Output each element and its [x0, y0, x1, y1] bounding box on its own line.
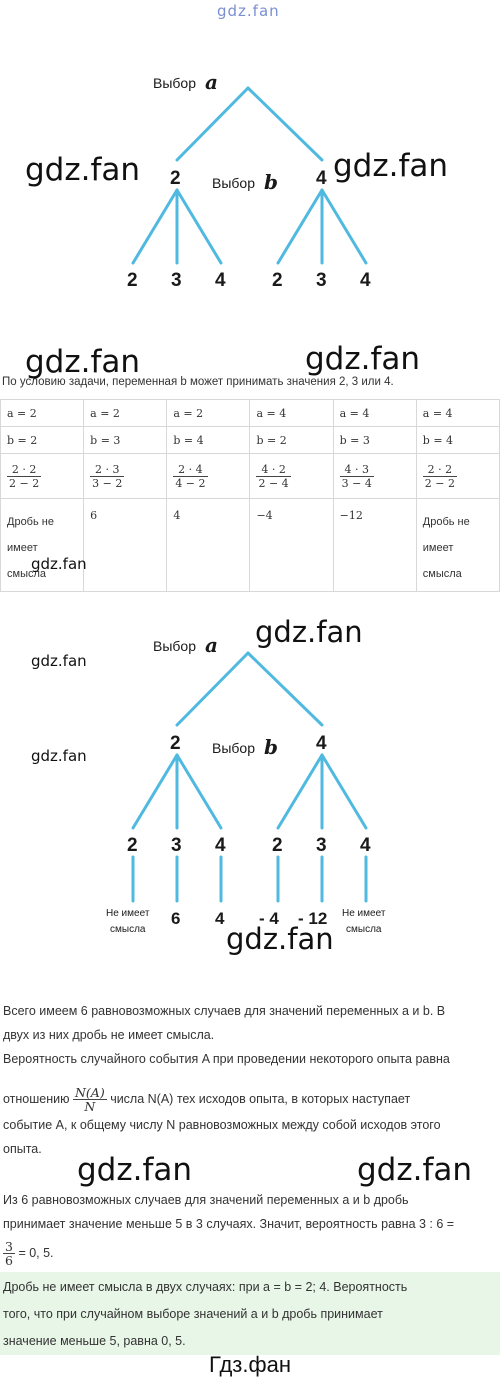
choice-a-var: a: [205, 633, 218, 657]
choice-a-label: Выбор: [153, 638, 196, 654]
paragraph-line: Всего имеем 6 равновозможных случаев для…: [3, 1004, 446, 1018]
watermark-top: gdz.fan: [217, 2, 280, 20]
result-value: - 12: [298, 909, 327, 928]
conclusion-line: того, что при случайном выборе значений …: [3, 1307, 383, 1321]
tree-node: 4: [316, 168, 327, 189]
tree-diagram-2: Выбор a Выбор b 2 4 2 3 4 2 3 4 Не имеет…: [106, 633, 386, 935]
result-no-sense: Не имеет: [106, 908, 150, 919]
tree-leaf: 2: [127, 835, 138, 856]
table-cell: 4: [166, 498, 251, 592]
paragraph-line: событие A, к общему числу N равновозможн…: [3, 1118, 441, 1132]
choice-b-var: b: [264, 170, 278, 194]
watermark: gdz.fan: [357, 1152, 473, 1188]
watermark: gdz.fan: [31, 747, 87, 765]
table-cell: a = 4: [332, 399, 417, 427]
table-cell: a = 4: [415, 399, 500, 427]
choice-b-label: Выбор: [212, 175, 255, 191]
table-cell: −4: [249, 498, 334, 592]
table-cell: 6: [83, 498, 168, 592]
tree-node: 2: [170, 168, 181, 189]
watermark: gdz.fan: [333, 148, 449, 184]
tree-leaf: 4: [215, 835, 226, 856]
table-cell: b = 4: [415, 426, 500, 454]
table-cell: b = 3: [83, 426, 168, 454]
table-cell: a = 2: [0, 399, 85, 427]
table-cell: a = 2: [83, 399, 168, 427]
choice-b-var: b: [264, 735, 278, 759]
table-cell: b = 2: [0, 426, 85, 454]
table-cell: b = 4: [166, 426, 251, 454]
watermark: gdz.fan: [31, 555, 87, 573]
choice-a-label: Выбор: [153, 75, 196, 91]
tree-node: 4: [316, 733, 327, 754]
conclusion-box: [0, 1272, 500, 1355]
paragraph-line: опыта.: [3, 1142, 42, 1156]
result-value: 6: [171, 909, 180, 928]
intro-text: По условию задачи, переменная b может пр…: [2, 376, 394, 388]
table-row-a: a = 2 a = 2 a = 2 a = 4 a = 4 a = 4: [0, 399, 500, 427]
tree-diagram-1: Выбор a Выбор b 2 4 2 3 4 2 3 4: [127, 70, 371, 291]
result-value: 4: [215, 909, 225, 928]
table-row-b: b = 2 b = 3 b = 4 b = 2 b = 3 b = 4: [0, 426, 500, 454]
result-no-sense: смысла: [110, 924, 146, 935]
tree-leaf: 2: [272, 835, 283, 856]
table-cell: Дробь не имеет смысла: [0, 498, 85, 592]
footer-watermark: Гдз.фан: [209, 1352, 291, 1377]
tree-leaf: 4: [215, 270, 226, 291]
tree-node: 2: [170, 733, 181, 754]
table-cell: −12: [332, 498, 417, 592]
table-cell: a = 4: [249, 399, 334, 427]
watermark: gdz.fan: [305, 341, 421, 377]
result-value: - 4: [259, 909, 279, 928]
table-cell: b = 2: [249, 426, 334, 454]
conclusion-line: значение меньше 5, равна 0, 5.: [3, 1334, 186, 1348]
table-cell: a = 2: [166, 399, 251, 427]
watermark: gdz.fan: [255, 615, 363, 649]
conclusion-line: Дробь не имеет смысла в двух случаях: пр…: [3, 1280, 408, 1294]
result-no-sense: смысла: [346, 924, 382, 935]
tree-leaf: 3: [171, 835, 182, 856]
paragraph-line: Из 6 равновозможных случаев для значений…: [3, 1193, 409, 1207]
values-table: a = 2 a = 2 a = 2 a = 4 a = 4 a = 4 b = …: [0, 399, 500, 592]
tree-leaf: 3: [316, 835, 327, 856]
watermark: gdz.fan: [226, 922, 334, 956]
tree-leaf: 3: [316, 270, 327, 291]
choice-b-label: Выбор: [212, 740, 255, 756]
result-no-sense: Не имеет: [342, 908, 386, 919]
paragraph-line: двух из них дробь не имеет смысла.: [3, 1028, 215, 1042]
table-cell: b = 3: [332, 426, 417, 454]
table-row-result: Дробь не имеет смысла 6 4 −4 −12 Дробь н…: [0, 498, 500, 592]
paragraph-line: принимает значение меньше 5 в 3 случаях.…: [3, 1217, 455, 1231]
paragraph-line-with-fraction: отношению N(A)N числа N(A) тех исходов о…: [3, 1085, 411, 1115]
paragraph-line: Вероятность случайного события A при про…: [3, 1052, 450, 1066]
choice-a-var: a: [205, 70, 218, 94]
table-cell: Дробь не имеет смысла: [415, 498, 500, 592]
watermark: gdz.fan: [77, 1152, 193, 1188]
tree-leaf: 4: [360, 835, 371, 856]
tree-leaf: 4: [360, 270, 371, 291]
tree-leaf: 3: [171, 270, 182, 291]
watermark: gdz.fan: [25, 152, 141, 188]
fraction: N(A)N: [72, 1085, 107, 1115]
watermark: gdz.fan: [31, 652, 87, 670]
tree-leaf: 2: [272, 270, 283, 291]
tree-leaf: 2: [127, 270, 138, 291]
watermark: gdz.fan: [25, 344, 141, 380]
